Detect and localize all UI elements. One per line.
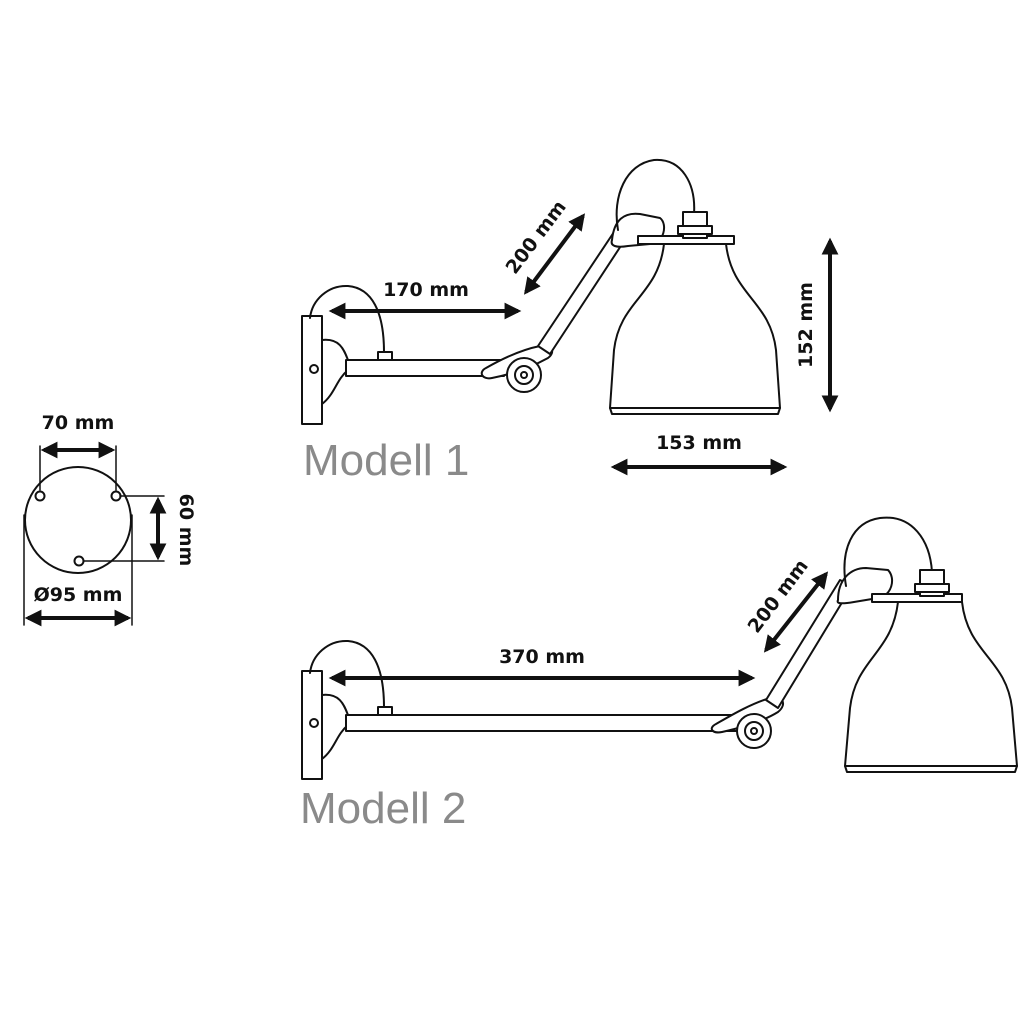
- hole-spacing-label: 70 mm: [42, 412, 115, 434]
- model-2-title: Modell 2: [300, 784, 466, 833]
- hole-height-label: 60 mm: [175, 494, 197, 567]
- plate-diameter-label: Ø95 mm: [34, 584, 123, 606]
- model-1-shade-height-label: 152 mm: [795, 282, 817, 368]
- mount-hole: [34, 490, 46, 502]
- dimension-arrow: [523, 213, 586, 295]
- model-1-lamp: [301, 158, 781, 425]
- model-2-upper-arm-label: 200 mm: [744, 555, 813, 637]
- mount-hole: [73, 555, 85, 567]
- model-1-arm-length-label: 170 mm: [383, 279, 469, 301]
- mount-hole: [110, 490, 122, 502]
- mount-plate-drawing: 70 mm 60 mm Ø95 mm: [23, 412, 197, 627]
- dimension-arrow: [763, 571, 829, 653]
- model-1-upper-arm-label: 200 mm: [502, 196, 571, 278]
- model-2-arm-length-label: 370 mm: [499, 646, 585, 668]
- model-1-title: Modell 1: [303, 436, 469, 485]
- mount-plate-circle: [24, 466, 132, 574]
- model-2-lamp: [301, 516, 1018, 780]
- model-1-shade-diameter-label: 153 mm: [656, 432, 742, 454]
